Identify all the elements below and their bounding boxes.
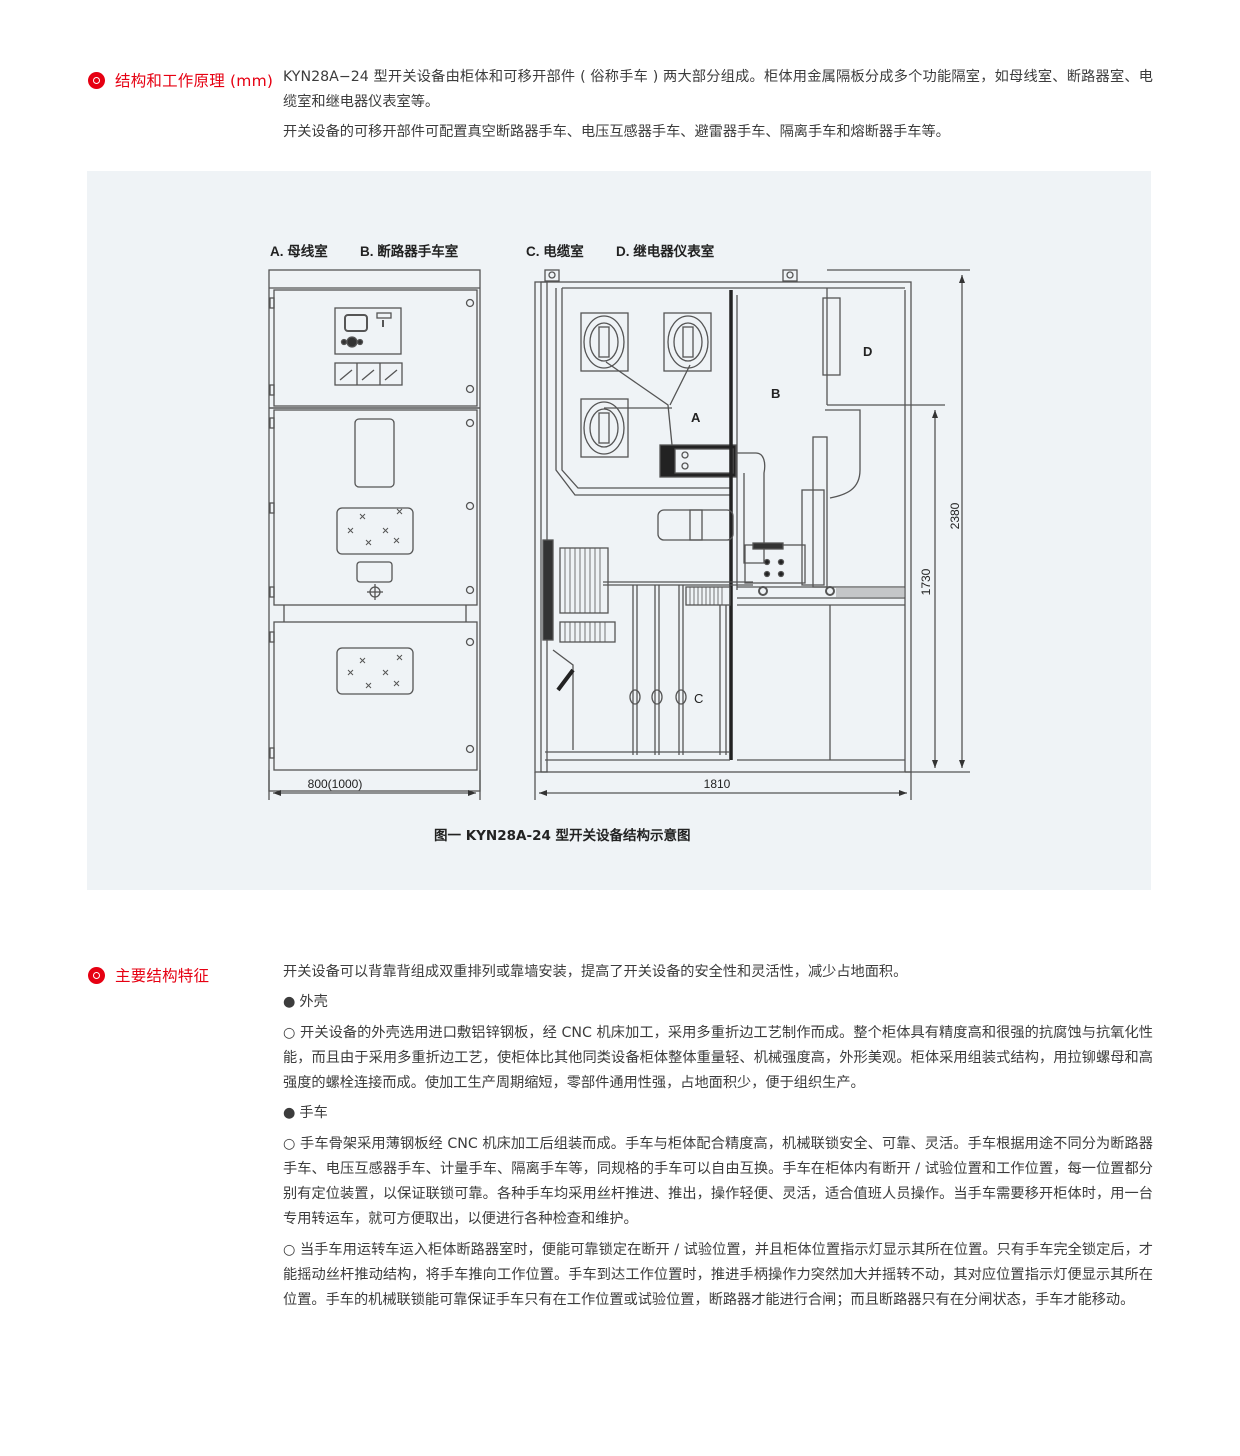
bullet-icon: ● bbox=[283, 994, 296, 1010]
dim-depth: 1810 bbox=[704, 777, 731, 791]
side-view bbox=[534, 269, 970, 800]
label-c: C bbox=[694, 691, 703, 706]
paragraph: ○ 手车骨架采用薄钢板经 CNC 机床加工后组装而成。手车与柜体配合精度高，机械… bbox=[283, 1136, 1153, 1227]
paragraph: KYN28A−24 型开关设备由柜体和可移开部件 ( 俗称手车 ) 两大部分组成… bbox=[283, 69, 1153, 110]
figure-panel: A. 母线室 B. 断路器手车室 C. 电缆室 D. 继电器仪表室 bbox=[87, 171, 1151, 890]
section-header-structure: 结构和工作原理 (mm) bbox=[88, 69, 273, 91]
dim-front-width: 800(1000) bbox=[308, 777, 363, 791]
front-view bbox=[268, 269, 481, 800]
dim-height-lower: 1730 bbox=[919, 568, 933, 595]
section-title: 结构和工作原理 (mm) bbox=[115, 72, 274, 90]
section-marker-icon bbox=[88, 966, 105, 984]
subheading-cart: ●手车 bbox=[283, 1101, 1153, 1126]
intro-paragraph: 开关设备可以背靠背组成双重排列或靠墙安装，提高了开关设备的安全性和灵活性，减少占… bbox=[283, 964, 908, 980]
subheading-shell: ●外壳 bbox=[283, 990, 1153, 1015]
paragraph: ○ 当手车用运转车运入柜体断路器室时，便能可靠锁定在断开 / 试验位置，并且柜体… bbox=[283, 1242, 1153, 1308]
legend-a: A. 母线室 bbox=[270, 243, 328, 259]
label-d: D bbox=[863, 344, 872, 359]
figure-caption: 图一 KYN28A-24 型开关设备结构示意图 bbox=[434, 828, 691, 844]
switchgear-diagram: A. 母线室 B. 断路器手车室 C. 电缆室 D. 继电器仪表室 bbox=[268, 243, 970, 800]
paragraph: ○ 开关设备的外壳选用进口敷铝锌钢板，经 CNC 机床加工，采用多重折边工艺制作… bbox=[283, 1025, 1153, 1091]
bullet-icon: ● bbox=[283, 1105, 296, 1121]
section-header-features: 主要结构特征 bbox=[88, 964, 209, 986]
paragraph: 开关设备的可移开部件可配置真空断路器手车、电压互感器手车、避雷器手车、隔离手车和… bbox=[283, 124, 950, 140]
legend-c: C. 电缆室 bbox=[526, 243, 584, 259]
section-title: 主要结构特征 bbox=[115, 967, 210, 985]
legend-d: D. 继电器仪表室 bbox=[616, 243, 715, 259]
dim-height-total: 2380 bbox=[948, 502, 962, 529]
legend-b: B. 断路器手车室 bbox=[360, 243, 459, 259]
label-a: A bbox=[691, 410, 701, 425]
label-b: B bbox=[771, 386, 780, 401]
section-marker-icon bbox=[88, 71, 105, 89]
